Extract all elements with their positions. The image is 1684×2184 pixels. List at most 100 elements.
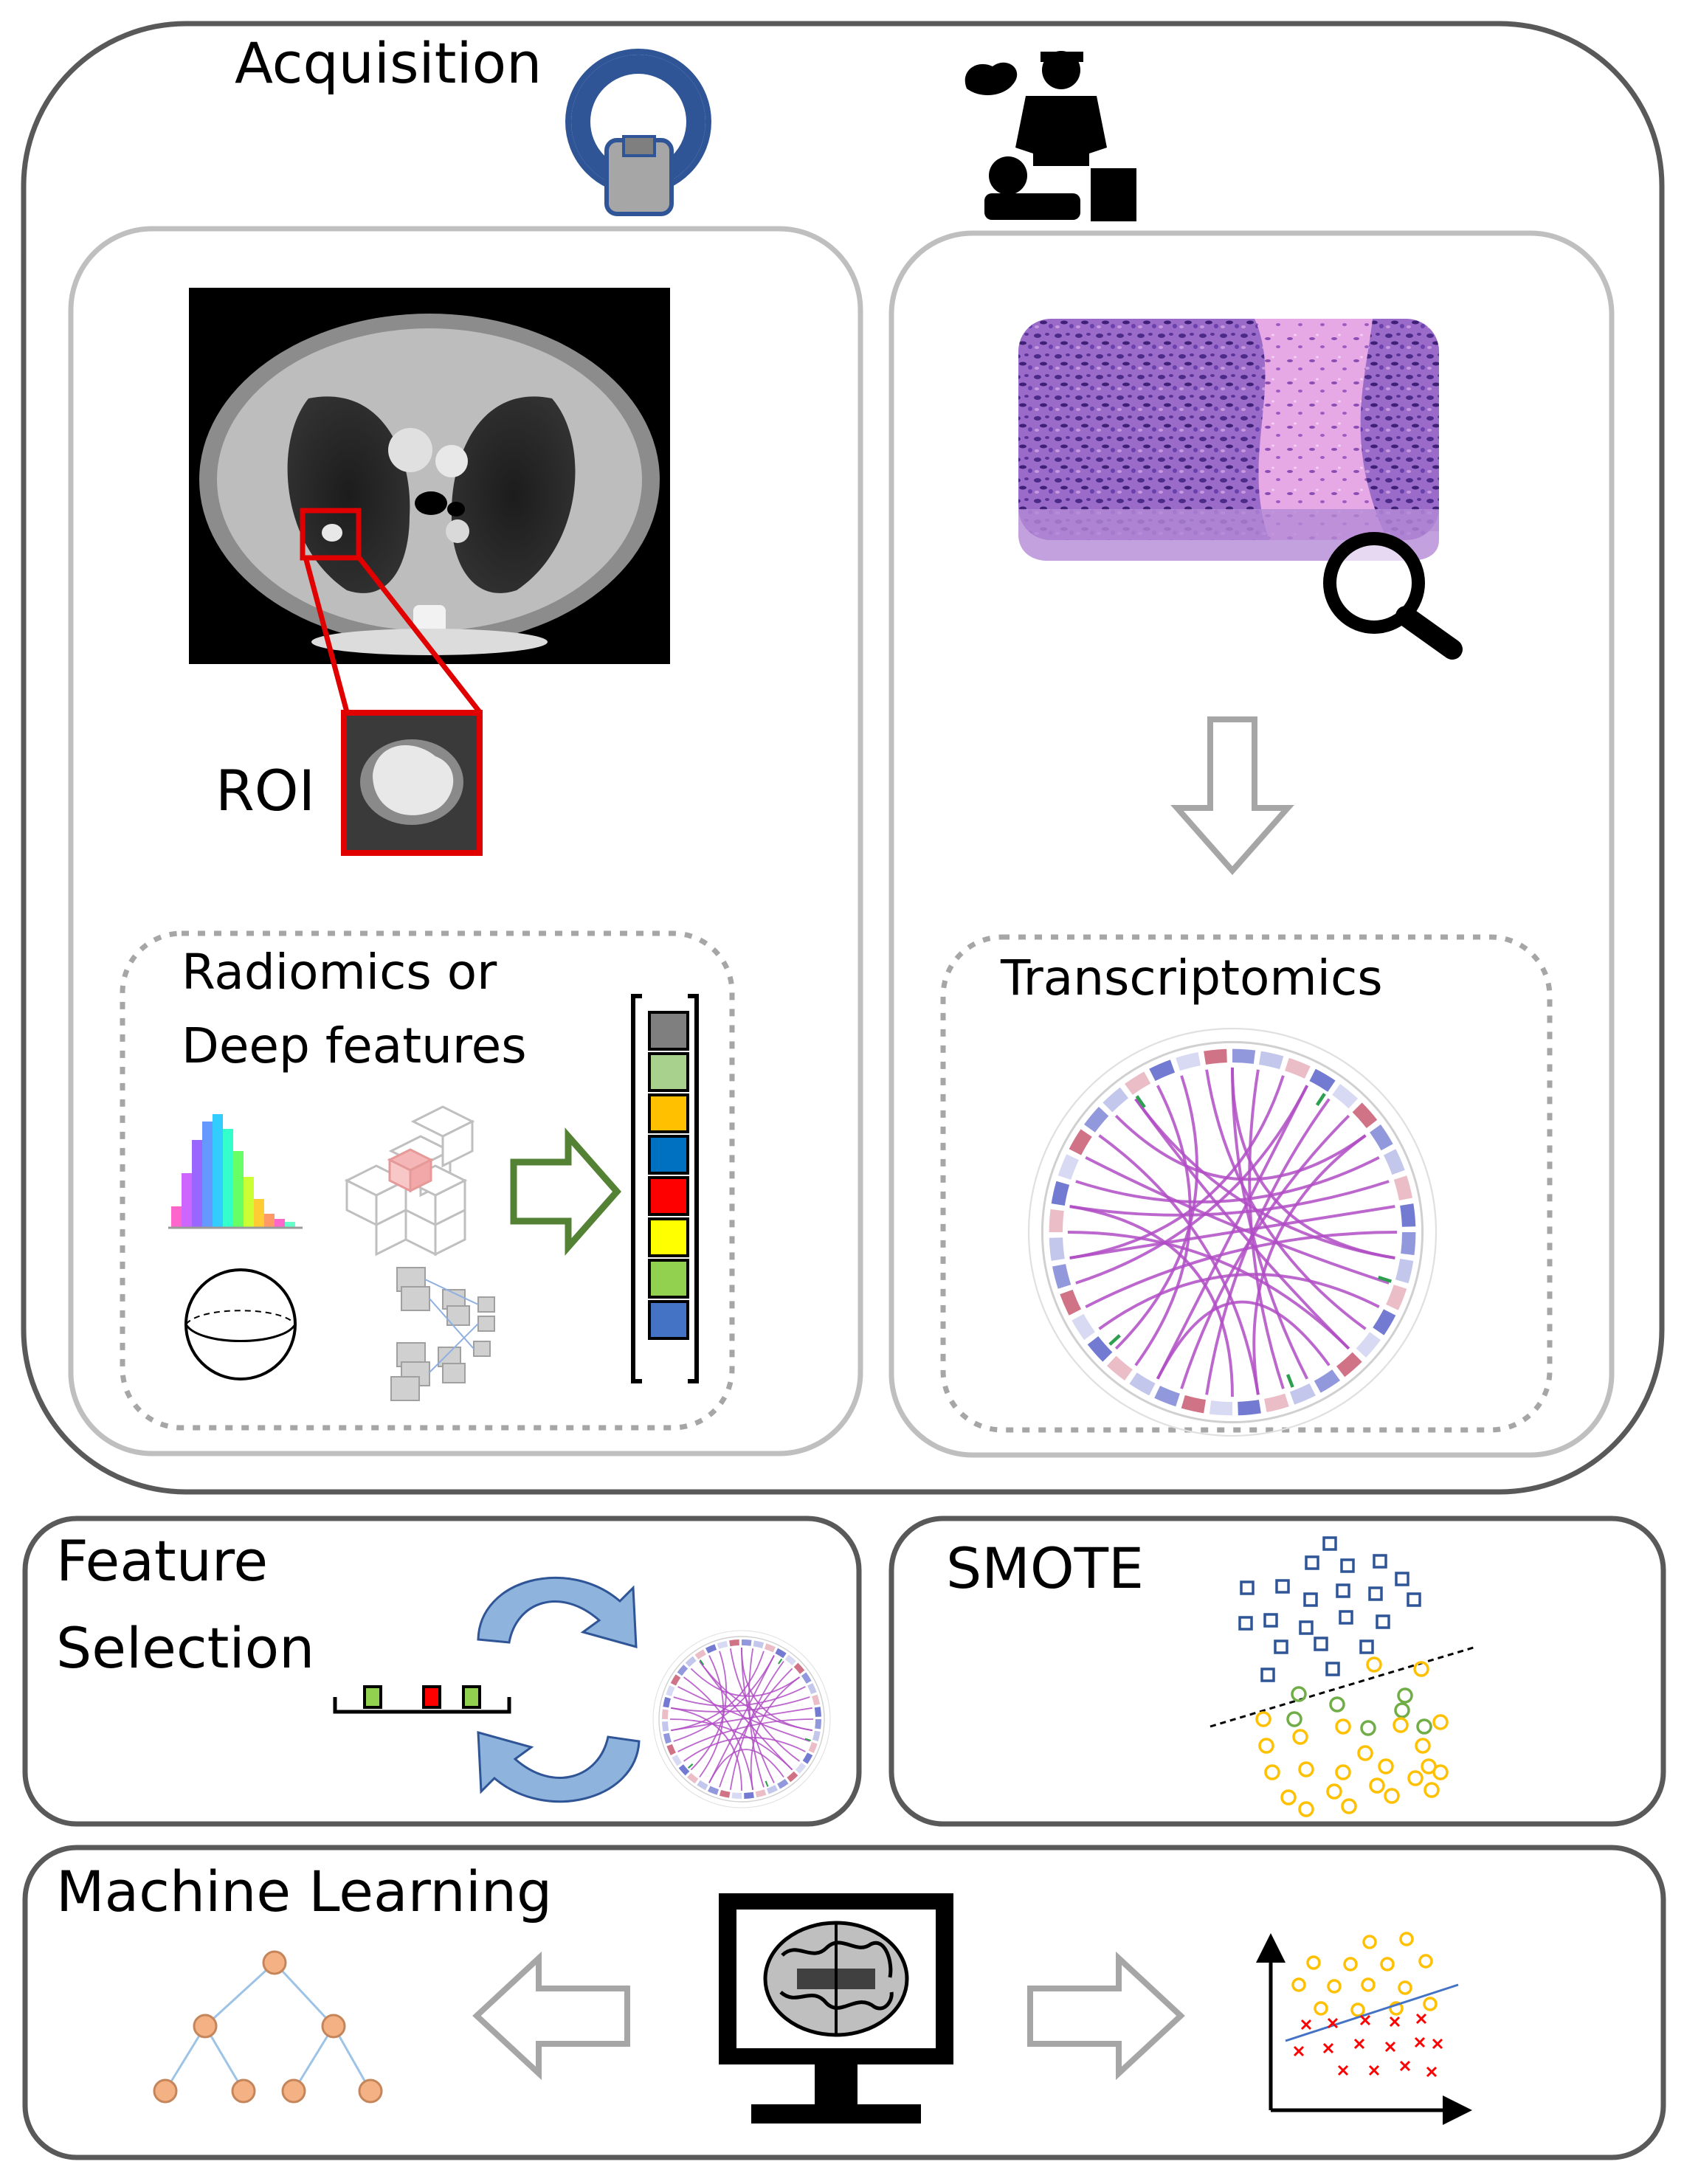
surgeon-icon: [964, 51, 1136, 221]
machine-learning-panel: [22, 1845, 1666, 2160]
tree-edge: [292, 2025, 335, 2092]
circos-segment: [694, 1649, 706, 1660]
circos-link: [1231, 1067, 1395, 1259]
circos-segment: [708, 1786, 720, 1795]
feature-vector-cell: [648, 1052, 689, 1092]
feature-vector-cell: [648, 1176, 689, 1216]
circos-link: [699, 1655, 725, 1778]
majority-sample: [1303, 1592, 1318, 1607]
synthetic-sample: [1329, 1696, 1345, 1713]
minority-sample: [1280, 1789, 1297, 1805]
vector-bracket-right: [688, 994, 699, 1383]
circos-segment: [1124, 1071, 1151, 1095]
circos-segment: [815, 1719, 821, 1729]
class-a-sample: [1362, 1935, 1377, 1949]
circos-segment: [1309, 1068, 1336, 1092]
circos-segment: [1352, 1102, 1378, 1129]
selected-feature-cell: [422, 1685, 441, 1709]
classifier-scatter: [1256, 1932, 1472, 2125]
radiomics-label-line1: Radiomics or: [182, 944, 497, 1001]
class-a-sample: [1343, 1957, 1358, 1972]
majority-sample: [1339, 1610, 1353, 1625]
minority-sample: [1357, 1745, 1373, 1761]
cube-stack-icon: [344, 1105, 475, 1257]
circos-segment: [662, 1721, 669, 1732]
circos-segment: [1176, 1051, 1201, 1071]
circos-link: [690, 1651, 728, 1771]
class-a-sample: [1327, 1979, 1342, 1994]
majority-sample: [1340, 1558, 1355, 1573]
synthetic-sample: [1291, 1686, 1307, 1702]
tree-node: [231, 2078, 256, 2104]
circos-segment: [1060, 1289, 1082, 1316]
circos-link: [708, 1749, 784, 1783]
histogram-icon: [168, 1114, 303, 1229]
transcriptomics-label: Transcriptomics: [1000, 950, 1383, 1006]
majority-sample: [1305, 1555, 1319, 1570]
histology-slide-image: [1018, 319, 1439, 561]
majority-sample: [1275, 1579, 1290, 1594]
tree-edge: [332, 2025, 372, 2092]
circos-marker: [699, 1659, 705, 1665]
feature-vector-cell: [648, 1135, 689, 1175]
tree-node: [153, 2078, 178, 2104]
pathology-panel: [888, 230, 1615, 1458]
feature-vector-cell: [648, 1217, 689, 1257]
smote-panel: [888, 1516, 1666, 1827]
minority-sample: [1415, 1738, 1431, 1754]
circos-segment: [1383, 1149, 1405, 1175]
majority-sample: [1359, 1639, 1374, 1654]
circos-link: [1069, 1180, 1390, 1217]
circos-segment: [672, 1755, 683, 1766]
circos-link: [741, 1647, 812, 1732]
majority-sample: [1407, 1592, 1421, 1607]
circos-link: [1205, 1098, 1331, 1395]
tree-edge: [273, 1961, 335, 2028]
right-arrow-icon: [1027, 1951, 1185, 2081]
circos-segment: [775, 1648, 787, 1659]
circos-segment: [784, 1654, 796, 1666]
roi-crop-image: [341, 710, 483, 856]
minority-sample: [1369, 1777, 1385, 1794]
class-b-sample: [1432, 2038, 1443, 2050]
circos-segment: [1106, 1355, 1133, 1380]
circos-link: [1075, 1155, 1380, 1203]
circos-segment: [1129, 1372, 1156, 1396]
class-a-sample: [1306, 1955, 1321, 1970]
circos-link: [669, 1718, 793, 1771]
decision-tree-icon: [153, 1950, 383, 2104]
class-a-sample: [1423, 1997, 1438, 2011]
majority-sample: [1376, 1614, 1390, 1629]
circos-segment: [677, 1665, 689, 1676]
circos-segment: [1386, 1285, 1407, 1310]
circos-segment: [1069, 1129, 1092, 1155]
vector-bracket-left: [631, 994, 642, 1383]
circos-link: [683, 1676, 754, 1790]
class-b-sample: [1368, 2064, 1380, 2076]
circos-link: [699, 1660, 793, 1771]
class-a-sample: [1291, 1977, 1306, 1992]
radiomics-label-line2: Deep features: [182, 1017, 527, 1074]
majority-sample: [1260, 1668, 1275, 1682]
minority-sample: [1413, 1661, 1429, 1677]
cycle-arrows-icon: [477, 1577, 641, 1803]
circos-link: [1114, 1075, 1198, 1350]
circos-link: [750, 1676, 801, 1790]
circos-segment: [729, 1639, 739, 1647]
circos-segment: [755, 1789, 767, 1798]
circos-segment: [793, 1662, 805, 1674]
circos-segment: [1373, 1309, 1396, 1335]
feature-selection-label-line1: Feature: [56, 1528, 268, 1594]
ct-slice-image: [189, 288, 670, 664]
circos-segment: [670, 1674, 681, 1686]
circos-link: [1252, 1134, 1367, 1395]
selected-feature-cell: [363, 1685, 382, 1709]
down-arrow-icon: [1170, 716, 1294, 876]
circos-segment: [663, 1696, 671, 1708]
circos-link: [690, 1668, 801, 1697]
machine-learning-label: Machine Learning: [56, 1859, 552, 1924]
minority-sample: [1424, 1782, 1440, 1798]
synthetic-sample: [1394, 1702, 1410, 1718]
circos-segment: [1049, 1237, 1065, 1261]
